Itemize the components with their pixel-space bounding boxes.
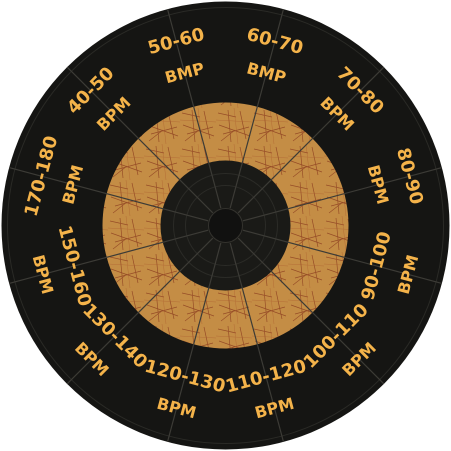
segment-divider [229, 242, 285, 443]
segment-divider [66, 66, 214, 214]
segment-divider [242, 229, 443, 285]
inner-groove-2 [185, 185, 266, 266]
segment-divider [237, 66, 385, 214]
segment-divider [8, 229, 209, 285]
segment-divider [66, 237, 214, 385]
segment-dividers [8, 8, 443, 443]
segment-divider [242, 166, 443, 222]
inner-groove-1 [173, 173, 278, 278]
spindle-hub [208, 208, 243, 243]
outer-groove-ring [7, 7, 444, 444]
segment-divider [166, 8, 222, 209]
segment-divider [229, 8, 285, 209]
segment-divider [237, 237, 385, 385]
segment-divider [8, 166, 209, 222]
segment-divider [166, 242, 222, 443]
